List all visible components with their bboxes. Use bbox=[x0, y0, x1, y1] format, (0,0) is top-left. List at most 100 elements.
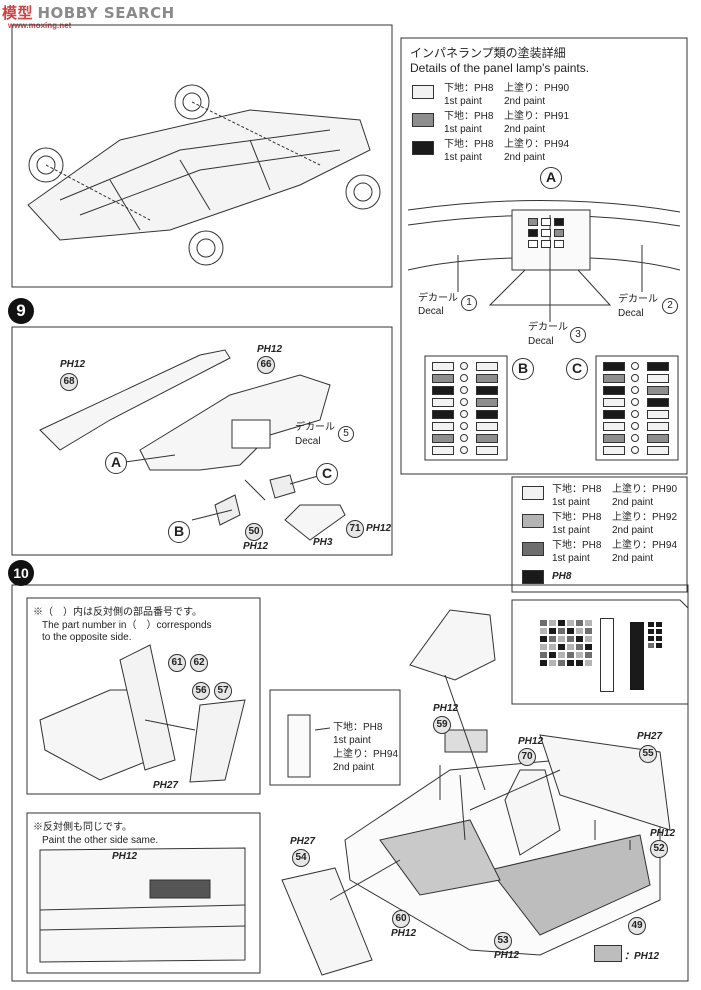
paint-first-label: 1st paint bbox=[552, 497, 590, 508]
part-55-paint: PH27 bbox=[637, 731, 663, 742]
part-66-number: 66 bbox=[257, 356, 275, 374]
watermark-en: HOBBY SEARCH bbox=[37, 4, 175, 22]
part-57-number: 57 bbox=[214, 682, 232, 700]
paint-base: 下地：PH8 bbox=[552, 484, 602, 495]
part-60-number: 60 bbox=[392, 910, 410, 928]
seat-top bbox=[409, 609, 496, 681]
callout-c: C bbox=[566, 358, 588, 380]
part-66-paint: PH12 bbox=[257, 344, 283, 355]
wheel-front-right bbox=[188, 230, 224, 266]
decal-5-jp: デカール bbox=[295, 422, 335, 433]
same-side-note-jp: ※反対側も同じです。 bbox=[33, 822, 132, 833]
paint-top: 上塗り：PH94 bbox=[504, 139, 570, 150]
part-50-number: 50 bbox=[245, 523, 263, 541]
same-side-note-en: Paint the other side same. bbox=[42, 835, 159, 846]
panel-lamp-title-en: Details of the panel lamp's paints. bbox=[410, 61, 590, 75]
part-70-number: 70 bbox=[518, 748, 536, 766]
decal-3-number: 3 bbox=[570, 327, 586, 343]
step10-frame bbox=[11, 584, 689, 982]
step-10-number: 10 bbox=[8, 560, 34, 586]
seat-paint: PH27 bbox=[153, 780, 179, 791]
part-52-number: 52 bbox=[650, 840, 668, 858]
part-68-number: 68 bbox=[60, 373, 78, 391]
decal-3-jp: デカール bbox=[528, 322, 568, 333]
console-side-grid bbox=[648, 622, 662, 648]
paint-second-label: 2nd paint bbox=[504, 152, 546, 163]
step-9-number: 9 bbox=[8, 298, 34, 324]
decal-2-en: Decal bbox=[618, 308, 644, 319]
decal-2-number: 2 bbox=[662, 298, 678, 314]
paint-base: 下地：PH8 bbox=[444, 83, 494, 94]
chassis-body bbox=[27, 109, 371, 241]
paint-second-label: 2nd paint bbox=[612, 497, 654, 508]
console-top bbox=[444, 729, 488, 753]
paint-first-label: 1st paint bbox=[444, 152, 482, 163]
part-52-paint: PH12 bbox=[650, 828, 676, 839]
paint-top: 上塗り：PH91 bbox=[504, 111, 570, 122]
panel-lamp-frame bbox=[400, 37, 688, 475]
door-left bbox=[281, 867, 373, 976]
callout-b: B bbox=[512, 358, 534, 380]
paint-top: 上塗り：PH90 bbox=[612, 484, 678, 495]
decal-3-en: Decal bbox=[528, 336, 554, 347]
paint-swatch-light bbox=[412, 85, 434, 99]
part-53-number: 53 bbox=[494, 932, 512, 950]
decal-5-number: 5 bbox=[338, 426, 354, 442]
part-71-number: 71 bbox=[346, 520, 364, 538]
paint-first-label: 1st paint bbox=[552, 525, 590, 536]
seat-main bbox=[504, 769, 561, 856]
paint-swatch-grey bbox=[522, 542, 544, 556]
paint-base: 下地：PH8 bbox=[552, 540, 602, 551]
part-62-number: 62 bbox=[190, 654, 208, 672]
door-panel-inset bbox=[39, 847, 246, 963]
paint-swatch-white bbox=[522, 486, 544, 500]
paint-swatch-lightgrey bbox=[522, 514, 544, 528]
door-inset-paint: PH12 bbox=[112, 851, 138, 862]
part-50-paint: PH12 bbox=[243, 541, 269, 552]
paint-second-label: 2nd paint bbox=[612, 525, 654, 536]
part-55-number: 55 bbox=[639, 745, 657, 763]
paint-first-label: 1st paint bbox=[444, 96, 482, 107]
strip-first: 1st paint bbox=[333, 735, 371, 746]
part-68-paint: PH12 bbox=[60, 359, 86, 370]
watermark-cn: 模型 bbox=[2, 4, 34, 22]
paint-base: PH8 bbox=[552, 571, 572, 582]
paint-top: 上塗り：PH92 bbox=[612, 512, 678, 523]
paint-first-label: 1st paint bbox=[552, 553, 590, 564]
callout-a: A bbox=[540, 167, 562, 189]
console-slot-bar bbox=[600, 618, 614, 692]
opposite-part-note-jp: ※（ ）内は反対側の部品番号です。 bbox=[33, 607, 202, 618]
part-59-paint: PH12 bbox=[433, 703, 459, 714]
part-59-number: 59 bbox=[433, 716, 451, 734]
seat-back-panel bbox=[189, 699, 246, 783]
decal-1-en: Decal bbox=[418, 306, 444, 317]
spoiler-part bbox=[39, 349, 231, 451]
door-right bbox=[539, 734, 671, 831]
part-54-number: 54 bbox=[292, 849, 310, 867]
part-61-number: 61 bbox=[168, 654, 186, 672]
step9-callout-a: A bbox=[105, 452, 127, 474]
strip-second: 2nd paint bbox=[333, 762, 375, 773]
panel-lamp-title-jp: インパネランプ類の塗装詳細 bbox=[410, 46, 566, 60]
paint-second-label: 2nd paint bbox=[504, 96, 546, 107]
console-panel-grid bbox=[540, 620, 592, 666]
part-60-paint: PH12 bbox=[391, 928, 417, 939]
legend-swatch-ph12 bbox=[594, 945, 622, 962]
part-49-number: 49 bbox=[628, 917, 646, 935]
paint-swatch-dark bbox=[412, 141, 434, 155]
part-54-paint: PH27 bbox=[290, 836, 316, 847]
part-70-paint: PH12 bbox=[518, 736, 544, 747]
opposite-part-note-en2: to the opposite side. bbox=[42, 632, 132, 643]
paint-base: 下地：PH8 bbox=[552, 512, 602, 523]
lamp-cluster bbox=[528, 218, 572, 263]
decal-5-en: Decal bbox=[295, 436, 321, 447]
wheel-rear-right bbox=[345, 174, 381, 210]
paint-first-label: 1st paint bbox=[444, 124, 482, 135]
step9-frame bbox=[11, 326, 393, 556]
decal-2-jp: デカール bbox=[618, 294, 658, 305]
paint-top: 上塗り：PH94 bbox=[612, 540, 678, 551]
console-side-bar bbox=[630, 622, 644, 690]
paint-top: 上塗り：PH90 bbox=[504, 83, 570, 94]
switch-panel-c bbox=[603, 362, 671, 455]
